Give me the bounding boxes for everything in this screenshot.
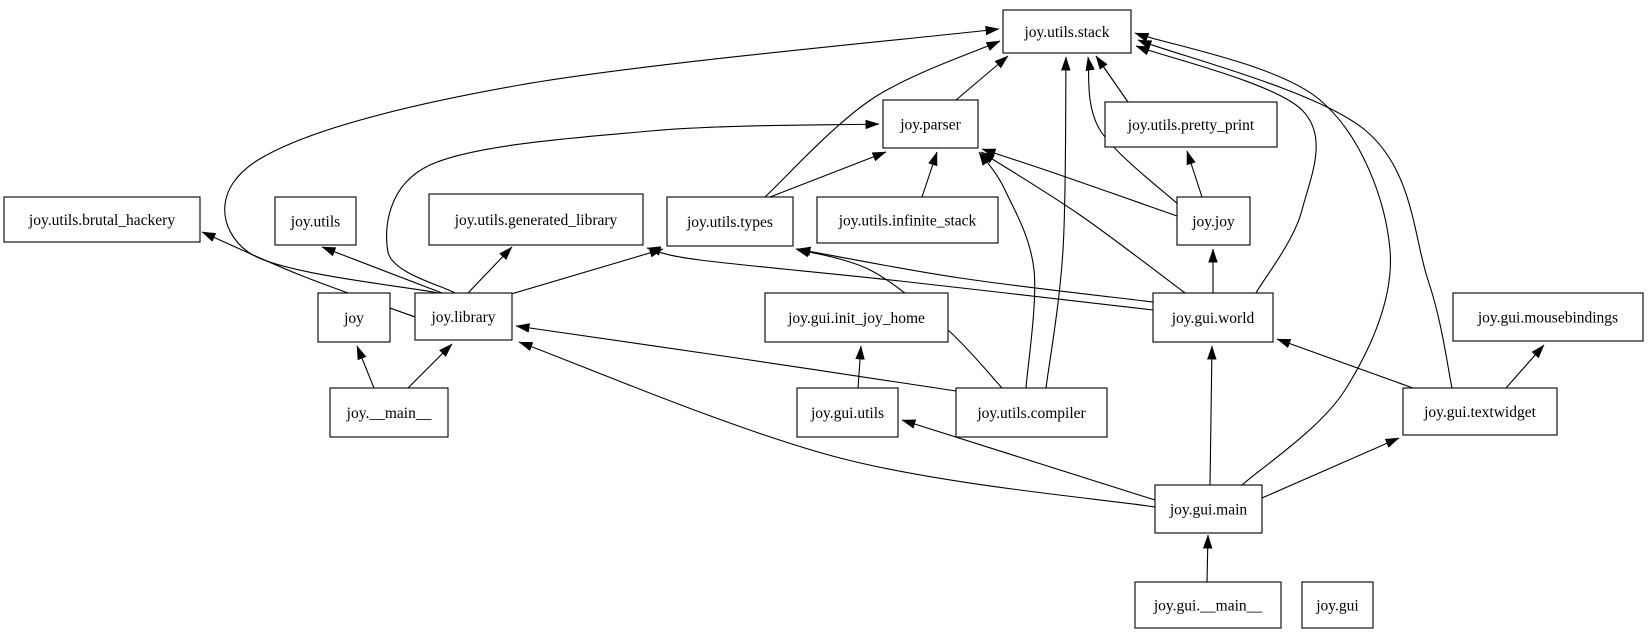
node-box-joy-gui-world — [1152, 292, 1274, 343]
edge-joy-utils-compiler-to-joy-parser — [978, 151, 1036, 389]
edge-joy-gui-main-to-joy-utils-stack — [1134, 32, 1392, 486]
edge-joy-utils-infinite-stack-to-joy-parser — [921, 151, 938, 198]
node-box-joy-utils-brutal-hackery — [3, 196, 201, 243]
node-label-joy-gui-init-joy-home: joy.gui.init_joy_home — [787, 310, 925, 327]
edge-joy-gui-main-to-joy-gui-textwidget — [1261, 437, 1400, 499]
edge-joy-parser-to-joy-utils-stack — [955, 55, 1009, 101]
node-joy-gui-mousebindings: joy.gui.mousebindings — [1452, 292, 1644, 342]
node-box-joy-gui-main — [1154, 484, 1263, 534]
edge-joy-gui-world-to-joy-utils-types — [796, 246, 1154, 303]
edge-joy-gui-textwidget-to-joy-utils-stack — [1137, 39, 1453, 389]
node-label-joy-library: joy.library — [431, 309, 496, 326]
node-label-joy-utils-stack: joy.utils.stack — [1023, 24, 1109, 41]
node-label-joy-joy: joy.joy — [1191, 214, 1235, 231]
node-box-joy — [317, 292, 391, 343]
edge-joy-library-to-joy-utils — [321, 246, 443, 294]
node-box-joy-gui-mousebindings — [1452, 292, 1644, 342]
edge-joy-library-to-joy-parser — [386, 119, 880, 294]
node-box-joy-gui-init-joy-home — [764, 292, 949, 343]
edge-joy-joy-to-joy-parser — [981, 148, 1178, 217]
node-label-joy-gui-utils: joy.gui.utils — [810, 405, 884, 422]
edge-joy-main-to-joy — [356, 345, 375, 389]
edge-joy-gui-world-to-joy-utils-generated-library — [646, 246, 1154, 311]
node-joy: joy — [317, 292, 391, 343]
node-label-joy-gui-main: joy.gui.__main__ — [1153, 598, 1263, 615]
node-joy-gui: joy.gui — [1301, 581, 1374, 629]
node-box-joy-utils-pretty-print — [1104, 101, 1278, 148]
edge-joy-joy-to-joy-utils-pretty-print — [1186, 150, 1203, 198]
edge-joy-utils-types-to-joy-parser — [769, 151, 887, 198]
node-joy-utils-compiler: joy.utils.compiler — [955, 387, 1108, 438]
node-box-joy-utils-infinite-stack — [816, 196, 999, 244]
edge-joy-gui-utils-to-joy-gui-init-joy-home — [855, 345, 865, 389]
edge-joy-gui-world-to-joy-utils-stack — [1135, 45, 1317, 294]
node-label-joy-utils: joy.utils — [290, 214, 340, 231]
node-box-joy-utils — [274, 196, 357, 246]
node-label-joy-main: joy.__main__ — [346, 405, 432, 422]
node-label-joy: joy — [343, 310, 364, 327]
node-box-joy-parser — [882, 99, 979, 149]
edge-joy-utils-compiler-to-joy-library — [515, 323, 957, 392]
node-joy-utils-stack: joy.utils.stack — [1002, 9, 1132, 54]
node-label-joy-gui-main: joy.gui.main — [1169, 502, 1248, 519]
node-joy-utils-pretty-print: joy.utils.pretty_print — [1104, 101, 1278, 148]
node-joy-gui-init-joy-home: joy.gui.init_joy_home — [764, 292, 949, 343]
node-joy-gui-main: joy.gui.__main__ — [1134, 581, 1282, 629]
edge-joy-joy-to-joy-utils-stack — [1085, 56, 1181, 207]
node-label-joy-parser: joy.parser — [899, 117, 961, 134]
node-joy-utils-infinite-stack: joy.utils.infinite_stack — [816, 196, 999, 244]
edge-joy-utils-compiler-to-joy-utils-stack — [1045, 56, 1071, 389]
edge-joy-gui-main-to-joy-gui-utils — [901, 419, 1156, 501]
node-box-joy-joy — [1176, 196, 1251, 246]
node-label-joy-gui: joy.gui — [1315, 598, 1359, 615]
node-box-joy-gui-utils — [796, 387, 899, 438]
node-joy-gui-main: joy.gui.main — [1154, 484, 1263, 534]
node-box-joy-gui-main — [1134, 581, 1282, 629]
node-label-joy-utils-infinite-stack: joy.utils.infinite_stack — [838, 213, 977, 230]
node-joy-utils-types: joy.utils.types — [666, 196, 794, 247]
edge-joy-gui-main-to-joy-gui-main — [1202, 534, 1213, 583]
node-label-joy-utils-types: joy.utils.types — [686, 214, 773, 231]
edge-joy-gui-main-to-joy-library — [518, 341, 1156, 508]
node-joy-utils-brutal-hackery: joy.utils.brutal_hackery — [3, 196, 201, 243]
edge-joy-main-to-joy-library — [407, 343, 453, 389]
node-joy-gui-world: joy.gui.world — [1152, 292, 1274, 343]
edge-joy-library-to-joy-utils-generated-library — [467, 246, 513, 294]
node-label-joy-gui-textwidget: joy.gui.textwidget — [1423, 404, 1536, 421]
node-joy-utils-generated-library: joy.utils.generated_library — [428, 193, 644, 246]
node-joy-library: joy.library — [414, 292, 513, 341]
node-box-joy-gui-textwidget — [1402, 387, 1558, 436]
node-label-joy-utils-generated-library: joy.utils.generated_library — [454, 212, 618, 229]
edge-joy-utils-pretty-print-to-joy-utils-stack — [1095, 55, 1129, 103]
edge-joy-gui-world-to-joy-parser — [980, 151, 1186, 294]
node-box-joy-gui — [1301, 581, 1374, 629]
node-box-joy-utils-types — [666, 196, 794, 247]
node-label-joy-utils-brutal-hackery: joy.utils.brutal_hackery — [28, 212, 175, 229]
node-box-joy-main — [329, 387, 449, 438]
edge-joy-library-to-joy-utils-types — [507, 248, 664, 296]
node-joy-joy: joy.joy — [1176, 196, 1251, 246]
node-joy-gui-textwidget: joy.gui.textwidget — [1402, 387, 1558, 436]
node-label-joy-gui-mousebindings: joy.gui.mousebindings — [1477, 310, 1618, 327]
node-box-joy-utils-compiler — [955, 387, 1108, 438]
node-joy-gui-utils: joy.gui.utils — [796, 387, 899, 438]
node-label-joy-utils-pretty-print: joy.utils.pretty_print — [1127, 117, 1255, 134]
node-label-joy-utils-compiler: joy.utils.compiler — [976, 405, 1086, 422]
edge-joy-gui-main-to-joy-gui-world — [1207, 345, 1217, 486]
node-box-joy-utils-generated-library — [428, 193, 644, 246]
edge-joy-utils-types-to-joy-utils-stack — [764, 40, 1001, 198]
edge-joy-library-to-joy-utils-stack — [224, 25, 1000, 294]
node-box-joy-utils-stack — [1002, 9, 1132, 54]
node-joy-utils: joy.utils — [274, 196, 357, 246]
node-label-joy-gui-world: joy.gui.world — [1171, 310, 1255, 327]
edge-joy-gui-textwidget-to-joy-gui-world — [1276, 338, 1414, 389]
node-joy-parser: joy.parser — [882, 99, 979, 149]
node-joy-main: joy.__main__ — [329, 387, 449, 438]
node-box-joy-library — [414, 292, 513, 341]
edge-joy-gui-textwidget-to-joy-gui-mousebindings — [1505, 344, 1545, 389]
